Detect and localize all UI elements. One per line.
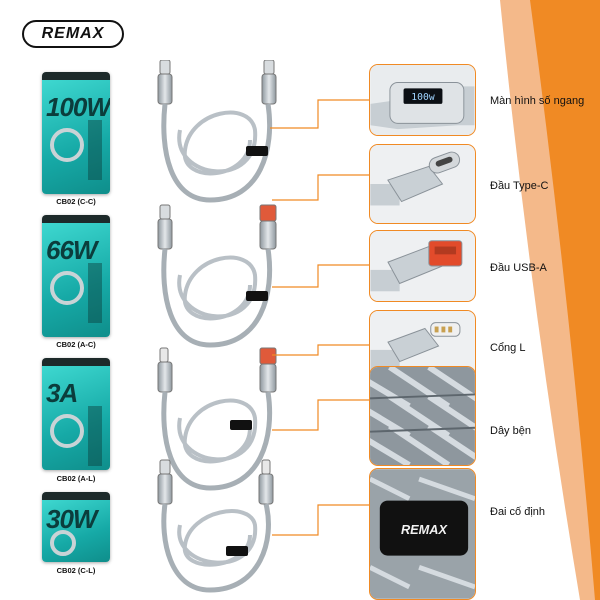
product-box-3: 3A (42, 358, 110, 470)
product-box-1: 100W (42, 72, 110, 194)
detail-usb-a (369, 230, 476, 302)
cable-coil-icon (50, 271, 84, 305)
box-watt-label: 3A (46, 378, 78, 408)
cable-coil-icon (50, 530, 76, 556)
cable-coil-icon (50, 414, 84, 448)
cable-1 (157, 60, 277, 203)
feature-label-usb-a: Đầu USB-A (490, 262, 547, 274)
box-watt-label: 100W (46, 92, 110, 122)
box-stripe (88, 120, 102, 180)
strap-brand-text: REMAX (401, 522, 449, 537)
feature-label-display: Màn hình số ngang (490, 95, 585, 107)
feature-label-type-c: Đầu Type-C (490, 180, 549, 192)
detail-display: 100w (369, 64, 476, 136)
product-code-1: CB02 (C-C) (56, 197, 96, 206)
box-watt-label: 66W (46, 235, 97, 265)
brand-logo: REMAX (22, 20, 124, 48)
product-code-4: CB02 (C-L) (56, 566, 96, 575)
cable-4 (157, 459, 274, 593)
product-box-2: 66W (42, 215, 110, 337)
feature-label-braided: Dây bện (490, 425, 531, 437)
box-watt-label: 30W (46, 504, 97, 534)
detail-strap: REMAX (369, 468, 476, 600)
corner-decoration (500, 0, 600, 600)
cable-2 (157, 204, 277, 348)
detail-braided (369, 366, 476, 466)
feature-label-lightning: Cổng L (490, 342, 526, 354)
cable-3 (157, 347, 277, 491)
detail-type-c (369, 144, 476, 224)
cable-illustrations (157, 60, 277, 593)
cable-coil-icon (50, 128, 84, 162)
product-box-4: 30W (42, 492, 110, 562)
display-readout: 100w (411, 92, 435, 103)
box-stripe (88, 406, 102, 466)
product-code-3: CB02 (A-L) (56, 474, 96, 483)
feature-label-strap: Đai cố định (490, 506, 546, 518)
box-stripe (88, 263, 102, 323)
product-code-2: CB02 (A-C) (56, 340, 96, 349)
